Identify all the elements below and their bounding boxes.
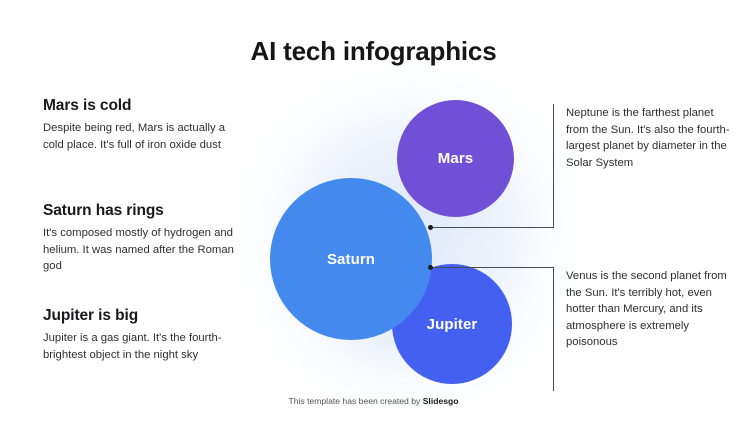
info-block-saturn: Saturn has rings It's composed mostly of… (43, 202, 243, 275)
info-block-saturn-body: It's composed mostly of hydrogen and hel… (43, 227, 234, 272)
connector-line-venus-vertical (553, 267, 555, 391)
page-title: AI tech infographics (250, 36, 497, 66)
connector-line-neptune-horizontal (430, 227, 554, 229)
info-block-saturn-title: Saturn has rings (43, 202, 164, 219)
info-block-venus-body: Venus is the second planet from the Sun.… (566, 270, 727, 348)
connector-dot-venus (428, 265, 433, 270)
info-block-jupiter: Jupiter is big Jupiter is a gas giant. I… (43, 307, 243, 363)
info-block-mars-title: Mars is cold (43, 97, 132, 114)
footer-credit: This template has been created by Slides… (0, 396, 747, 406)
planet-circle-mars: Mars (397, 100, 514, 217)
connector-dot-neptune (428, 225, 433, 230)
planet-label-mars: Mars (437, 150, 474, 167)
info-block-mars: Mars is cold Despite being red, Mars is … (43, 97, 243, 153)
info-block-jupiter-body: Jupiter is a gas giant. It's the fourth-… (43, 332, 222, 361)
info-block-neptune: Neptune is the farthest planet from the … (553, 105, 736, 205)
planet-label-jupiter: Jupiter (426, 315, 478, 333)
planet-circle-saturn: Saturn (270, 178, 432, 340)
footer-brand-name: Slidesgo (422, 396, 459, 406)
info-block-neptune-body: Neptune is the farthest planet from the … (566, 107, 730, 169)
connector-line-venus-horizontal (430, 267, 554, 269)
info-block-venus: Venus is the second planet from the Sun.… (553, 268, 736, 390)
connector-line-neptune-vertical (553, 104, 555, 228)
info-block-jupiter-title: Jupiter is big (43, 307, 139, 324)
info-block-mars-body: Despite being red, Mars is actually a co… (43, 122, 226, 151)
footer-credit-text: This template has been created by (288, 396, 423, 406)
planet-label-saturn: Saturn (326, 250, 376, 268)
